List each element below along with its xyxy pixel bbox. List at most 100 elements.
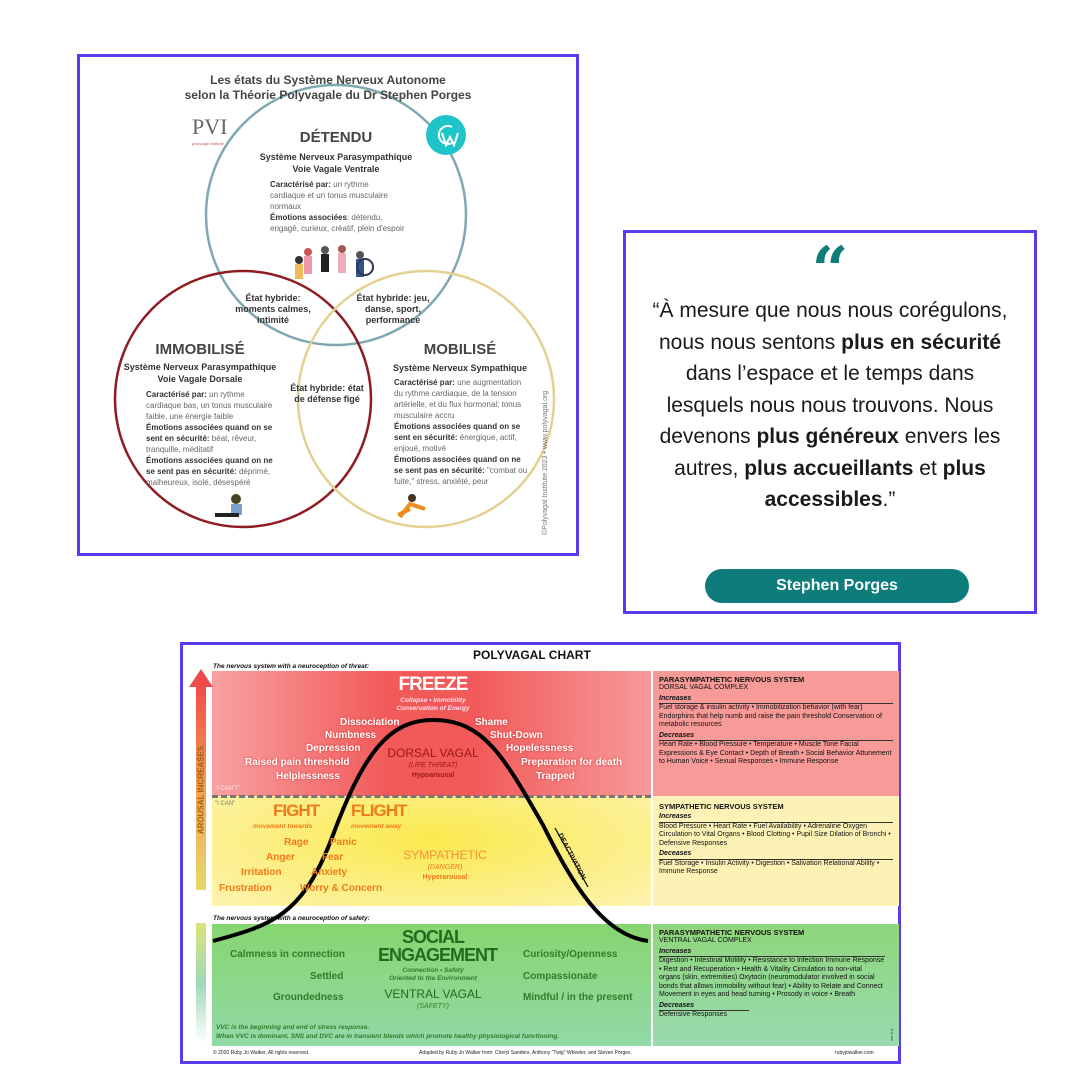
fight-word: Rage (284, 837, 309, 848)
mobilise-title: MOBILISÉ (423, 341, 497, 358)
immobilise-title: IMMOBILISÉ (155, 341, 245, 358)
panel-subtitle: DORSAL VAGAL COMPLEX (659, 684, 749, 691)
pvi-logo-sub: polyvagal institute (192, 141, 224, 146)
polyvagal-chart-card: POLYVAGAL CHART The nervous system with … (180, 642, 901, 1064)
quote-marks-icon: “ (811, 233, 849, 308)
freeze-zone (212, 671, 651, 796)
panel-subtitle: VENTRAL VAGAL COMPLEX (659, 937, 752, 944)
fight-word: Frustration (219, 883, 272, 894)
social-engagement-zone (212, 924, 651, 1046)
footer-website: rubyjowalker.com (835, 1050, 874, 1056)
arousal-curve (212, 717, 649, 943)
detendu-description: Caractérisé par: un rythme cardiaque et … (270, 180, 405, 233)
freeze-word: Raised pain threshold (245, 757, 350, 768)
panel-increases-text: Fuel storage & insulin activity • Immobi… (659, 704, 882, 728)
panel-decreases-text: Defensive Responses (659, 1011, 728, 1018)
safety-word: Calmness in connection (230, 949, 346, 960)
freeze-word: Shame (475, 717, 508, 728)
flight-word: Worry & Concern (300, 883, 383, 894)
dorsal-vagal-label: DORSAL VAGAL (387, 746, 479, 760)
hypoarousal-label: Hypoarousal (411, 772, 455, 779)
flight-subtitle: movement away (351, 823, 402, 830)
safety-word: Settled (310, 971, 344, 982)
freeze-word: Dissociation (340, 717, 400, 728)
arousal-bar-low (196, 923, 206, 1043)
dorsal-panel: PARASYMPATHETIC NERVOUS SYSTEM DORSAL VA… (653, 671, 899, 796)
arrow-up-icon (189, 669, 213, 687)
freeze-word: Trapped (536, 771, 575, 782)
threat-label: The nervous system with a neuroception o… (213, 663, 370, 670)
ventral-vagal-label: VENTRAL VAGAL (384, 987, 482, 1001)
panel-increases-heading: Increases (659, 695, 893, 704)
mobilise-subtitle: Système Nerveux Sympathique (392, 363, 528, 373)
copyright-arc: ©Polyvagal Institute 2023 • www.polyvaga… (542, 390, 549, 535)
freeze-word: Shut-Down (490, 730, 543, 741)
flight-word: Fear (322, 852, 344, 863)
freeze-word: Hopelessness (506, 743, 574, 754)
detendu-title: DÉTENDU (299, 129, 373, 146)
polyvagal-curve (212, 717, 649, 943)
hybrid-freeze: État hybride: état de défense figé (290, 383, 364, 404)
fight-subtitle: movement towards (253, 823, 313, 830)
quote-card: “ “À mesure que nous nous corégulons, no… (623, 230, 1037, 614)
fight-word: Anger (266, 852, 295, 863)
circle-detendu (204, 83, 468, 347)
circle-immobilise (113, 269, 373, 529)
freeze-title: FREEZE (398, 674, 469, 695)
chart-title: POLYVAGAL CHART (473, 648, 591, 662)
panel-decreases-text: Fuel Storage • Insulin Activity • Digest… (659, 859, 880, 876)
panel-title: PARASYMPATHETIC NERVOUS SYSTEM (659, 928, 805, 937)
safety-word: Compassionate (523, 971, 598, 982)
freeze-word: Numbness (325, 730, 377, 741)
safety-word: Curiosity/Openness (523, 949, 618, 960)
footer-copyright: © 2020 Ruby Jo Walker, All rights reserv… (213, 1050, 310, 1056)
threshold-divider (212, 795, 651, 798)
freeze-word: Depression (306, 743, 361, 754)
panel-title: PARASYMPATHETIC NERVOUS SYSTEM (659, 675, 805, 684)
flight-word: Panic (330, 837, 357, 848)
hybrid-play: État hybride: jeu, danse, sport, perform… (356, 293, 430, 325)
quote-text: “À mesure que nous nous corégulons, nous… (652, 299, 1008, 511)
safety-label: The nervous system with a neuroception o… (213, 915, 370, 922)
footer-credits: Adapted by Ruby Jo Walker from: Cheryl S… (419, 1050, 632, 1056)
panel-decreases-heading: Deceases (659, 850, 893, 860)
panel-decreases-heading: Decreases (659, 1002, 749, 1011)
hybrid-calm: État hybride: moments calmes, intimité (235, 293, 311, 325)
panel-increases-heading: Increases (659, 813, 893, 823)
sitting-person-illustration (215, 494, 242, 517)
flight-title: FLIGHT (351, 801, 407, 820)
hyperarousal-label: Hyperarousal (422, 874, 468, 881)
immobilise-description: Caractérisé par: un rythme cardiaque bas… (146, 390, 273, 487)
safety-word: Mindful / in the present (523, 992, 633, 1003)
ventral-panel: PARASYMPATHETIC NERVOUS SYSTEM VENTRAL V… (653, 924, 899, 1046)
sympathetic-label: SYMPATHETIC (403, 848, 487, 862)
sympathetic-panel: SYMPATHETIC NERVOUS SYSTEM Increases Blo… (653, 796, 899, 906)
pvi-logo: PVI (192, 114, 228, 139)
life-threat-label: (LIFE THREAT) (408, 762, 458, 769)
venn-circles (113, 83, 556, 529)
mobilise-description: Caractérisé par: une augmentation du ryt… (394, 378, 528, 486)
running-person-illustration (397, 494, 426, 519)
version-label: ver 9.0 (889, 1028, 894, 1041)
panel-decreases-heading: Decreases (659, 732, 893, 741)
i-can-label: "I CAN" (215, 801, 236, 807)
panel-title: SYMPATHETIC NERVOUS SYSTEM (659, 802, 784, 811)
vvc-note: VVC is the beginning and end of stress r… (216, 1024, 560, 1040)
i-cant-label: "I CAN'T" (215, 786, 241, 792)
safety-state-label: (SAFETY) (417, 1003, 449, 1010)
cw-logo-mark (437, 125, 459, 148)
author-badge: Stephen Porges (705, 569, 969, 603)
panel-decreases-text: Heart Rate • Blood Pressure • Temperatur… (659, 741, 892, 765)
panel-increases-heading: Increases (659, 948, 885, 957)
arousal-arrow (196, 685, 206, 890)
cw-logo (426, 115, 466, 155)
circle-mobilise (296, 269, 556, 529)
deactivation-arrow (554, 827, 589, 888)
